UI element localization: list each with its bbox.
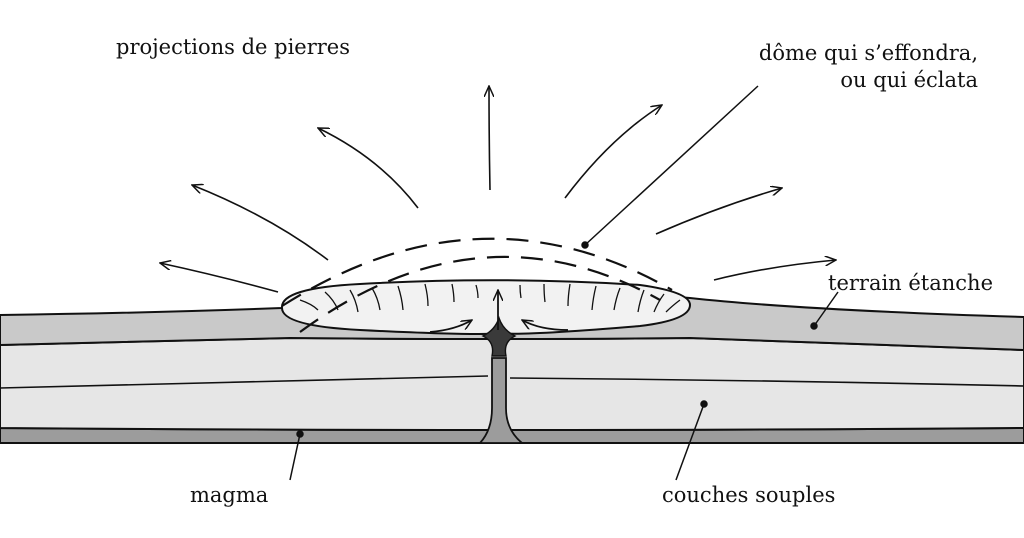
magma-chamber	[281, 279, 692, 335]
dome-outline-outer	[281, 237, 673, 307]
magma-conduit	[477, 357, 525, 444]
soft-layer-boundary-left	[0, 375, 489, 389]
label-dome-line1: dôme qui s’effondra,	[758, 41, 978, 65]
leader-lines	[289, 85, 839, 481]
label-dome: dôme qui s’effondra, ou qui éclata	[740, 40, 978, 94]
label-impermeable-terrain: terrain étanche	[828, 271, 994, 295]
label-stone-projections: projections de pierres	[116, 35, 351, 59]
chamber-flow-arrows	[429, 290, 569, 333]
label-magma: magma	[190, 483, 269, 507]
label-soft-layers: couches souples	[662, 483, 836, 507]
chamber-fracture-lines	[299, 283, 681, 313]
projection-arrows	[160, 86, 836, 293]
label-dome-line2: ou qui éclata	[840, 68, 978, 92]
conduit-pocket	[481, 315, 517, 357]
soft-layer-boundary-right	[509, 377, 1024, 387]
